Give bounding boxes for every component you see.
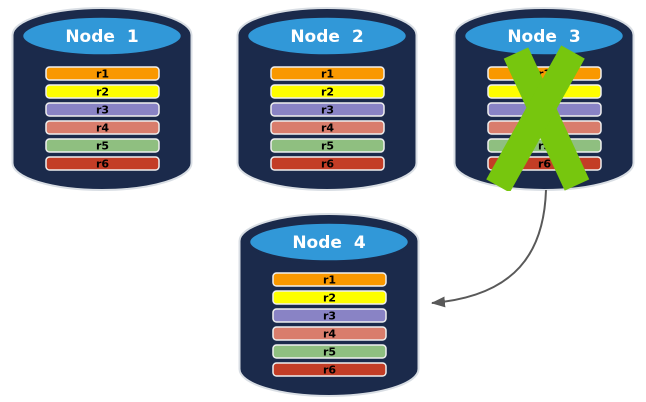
replica-bar-label: r6 <box>538 158 551 171</box>
replica-bar-label: r1 <box>323 274 336 287</box>
db-cylinder-icon: Node 2 r1 r2 r3 r4 r5 r6 <box>236 7 418 191</box>
replica-bar-r4 <box>272 326 387 341</box>
replica-bar-label: r3 <box>96 104 109 117</box>
cylinder-top-face <box>247 221 411 263</box>
replica-bar-label: r3 <box>323 310 336 323</box>
replica-bar-label: r5 <box>323 346 336 359</box>
replica-bar-r6 <box>272 362 387 377</box>
replica-rows: r1 r2 r3 r4 r5 r6 <box>45 66 160 171</box>
replica-bar-r5 <box>270 138 385 153</box>
cylinder-top-face <box>20 15 184 57</box>
replica-bar-r1 <box>272 272 387 287</box>
db-node-3-failed: Node 3 r1 r2 r3 r4 r5 r6 <box>453 7 635 191</box>
replica-bar-r4 <box>270 120 385 135</box>
replica-bar-label: r1 <box>96 68 109 81</box>
node-label: Node 4 <box>292 233 366 253</box>
replica-bar-r1 <box>45 66 160 81</box>
replica-bar-r2 <box>270 84 385 99</box>
replica-rows: r1 r2 r3 r4 r5 r6 <box>270 66 385 171</box>
replica-bar-label: r6 <box>96 158 109 171</box>
replica-bar-r6 <box>270 156 385 171</box>
replica-bar-r5 <box>272 344 387 359</box>
node-label: Node 3 <box>507 27 580 47</box>
replica-bar-label: r2 <box>321 86 334 99</box>
replica-bar-r3 <box>270 102 385 117</box>
replica-bar-label: r4 <box>321 122 334 135</box>
replica-rows: r1 r2 r3 r4 r5 r6 <box>272 272 387 377</box>
replica-bar-r6 <box>45 156 160 171</box>
node-label: Node 1 <box>65 27 138 47</box>
replica-bar-r2 <box>272 290 387 305</box>
db-cylinder-icon: Node 4 r1 r2 r3 r4 r5 r6 <box>238 213 420 397</box>
replica-bar-label: r2 <box>323 292 336 305</box>
db-cylinder-icon: Node 1 r1 r2 r3 r4 r5 r6 <box>11 7 193 191</box>
node-label: Node 2 <box>290 27 363 47</box>
replica-bar-r3 <box>45 102 160 117</box>
replica-bar-label: r5 <box>96 140 109 153</box>
replica-bar-label: r4 <box>323 328 336 341</box>
failure-x-icon <box>486 45 590 191</box>
replica-bar-r1 <box>270 66 385 81</box>
replica-bar-label: r6 <box>323 364 336 377</box>
cylinder-top-face <box>462 15 626 57</box>
replica-bar-label: r4 <box>96 122 109 135</box>
db-cylinder-icon: Node 3 r1 r2 r3 r4 r5 r6 <box>453 7 635 191</box>
replica-bar-label: r2 <box>96 86 109 99</box>
db-node-1: Node 1 r1 r2 r3 r4 r5 r6 <box>11 7 193 191</box>
replica-bar-label: r6 <box>321 158 334 171</box>
db-node-4: Node 4 r1 r2 r3 r4 r5 r6 <box>238 213 420 397</box>
cylinder-top-face <box>245 15 409 57</box>
replica-bar-r3 <box>272 308 387 323</box>
replica-bar-r4 <box>45 120 160 135</box>
replica-bar-label: r1 <box>321 68 334 81</box>
replica-bar-r5 <box>45 138 160 153</box>
replica-bar-label: r5 <box>321 140 334 153</box>
db-node-2: Node 2 r1 r2 r3 r4 r5 r6 <box>236 7 418 191</box>
replica-bar-label: r3 <box>321 104 334 117</box>
replica-bar-r2 <box>45 84 160 99</box>
